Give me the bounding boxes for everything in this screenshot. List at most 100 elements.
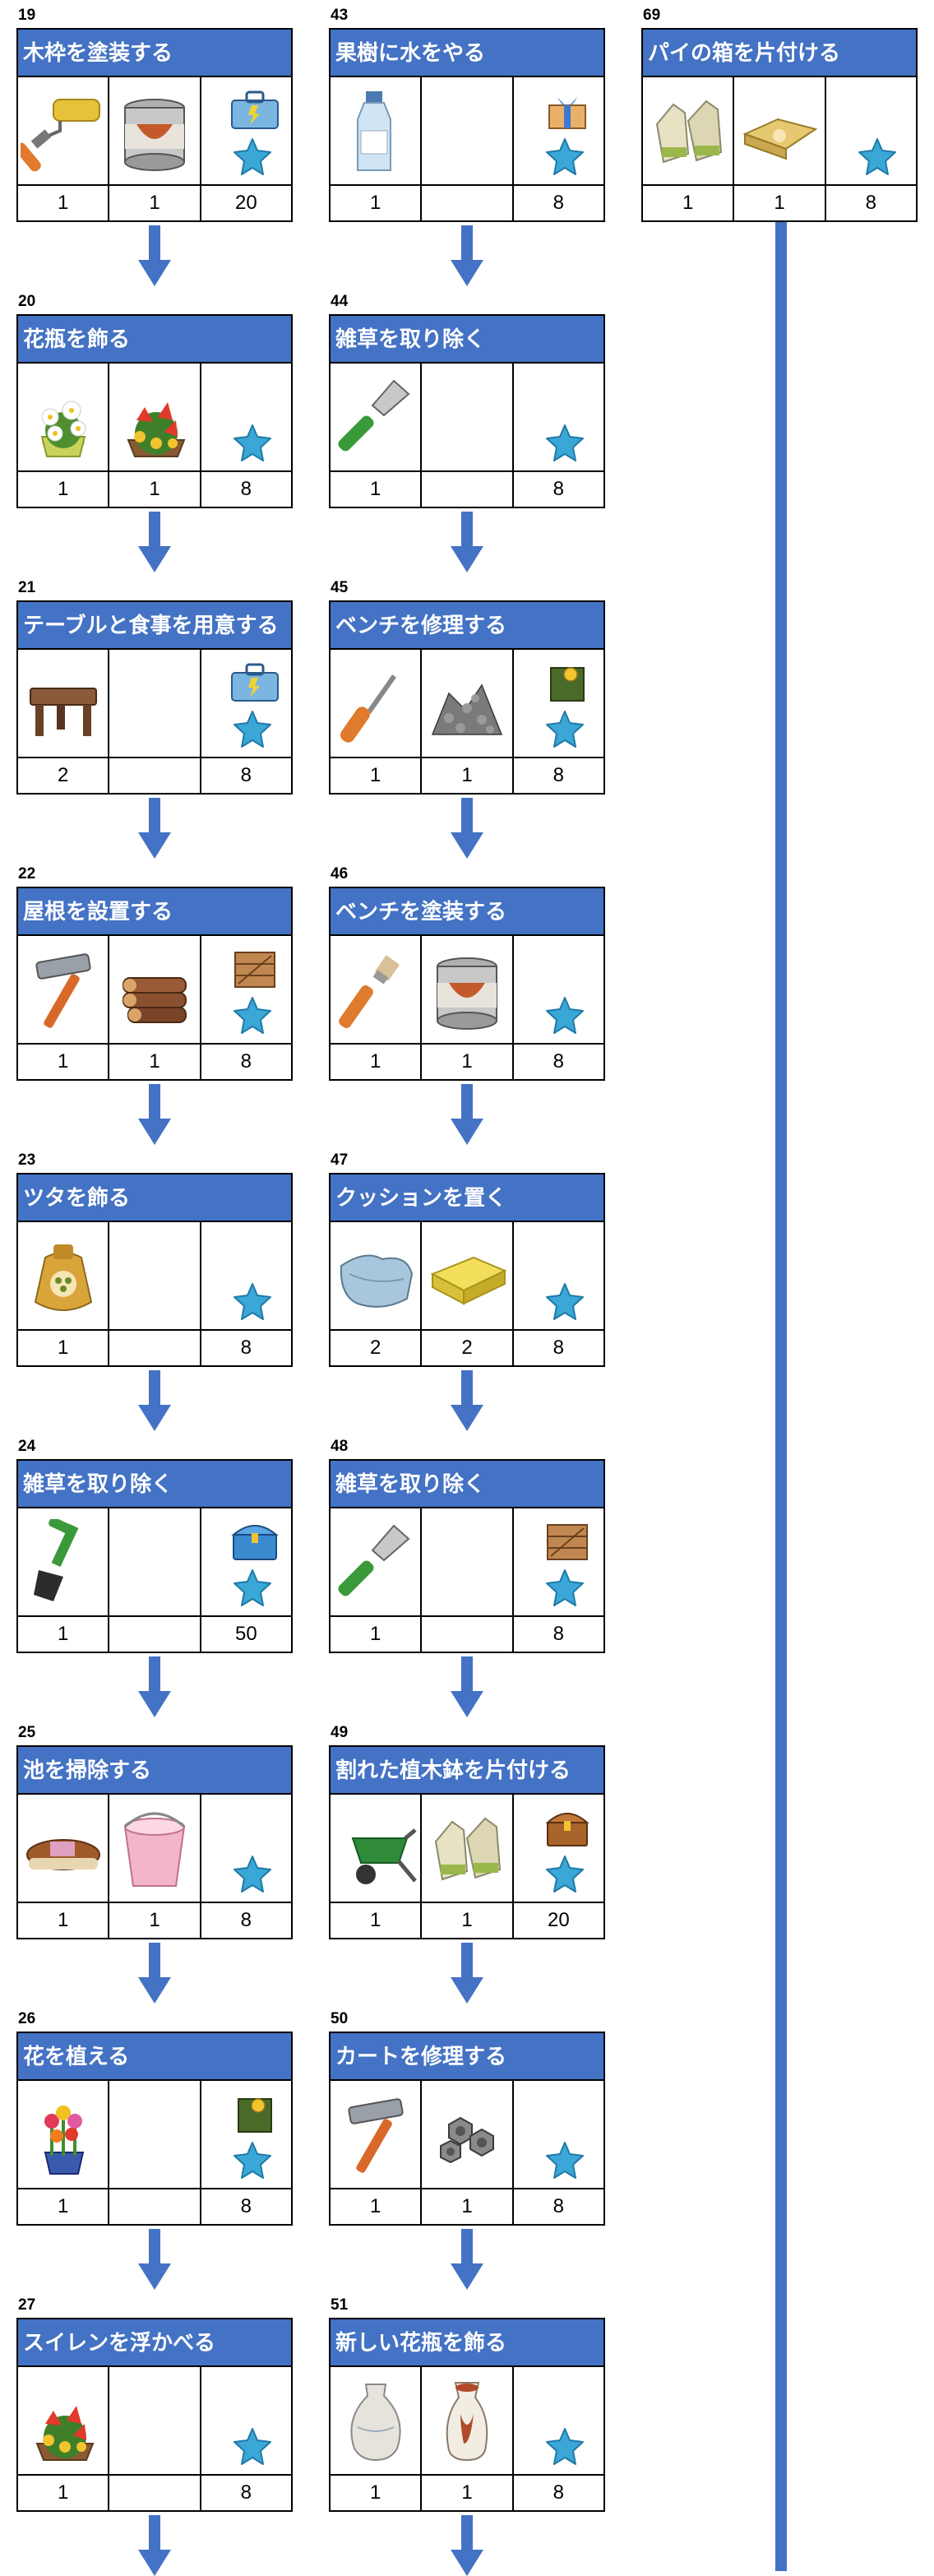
screwdriver-icon bbox=[340, 674, 396, 743]
step-icons-row bbox=[18, 650, 291, 758]
step-icons-row bbox=[18, 1795, 291, 1903]
item-count: 1 bbox=[109, 1045, 201, 1079]
blue-star-icon bbox=[233, 1569, 271, 1606]
required-item-cell bbox=[18, 1795, 110, 1902]
required-item-cell bbox=[422, 650, 514, 757]
down-arrow-icon bbox=[451, 2229, 483, 2290]
item-count: 1 bbox=[18, 2476, 110, 2510]
required-item-cell bbox=[109, 2367, 201, 2474]
step-number: 51 bbox=[331, 2296, 349, 2314]
reward-count: 50 bbox=[234, 1623, 257, 1645]
down-arrow-icon bbox=[138, 512, 171, 572]
step-number: 48 bbox=[331, 1438, 349, 1455]
reward-cell bbox=[514, 77, 603, 184]
reward-cell bbox=[201, 2367, 291, 2474]
step-title: ベンチを塗装する bbox=[331, 888, 603, 936]
required-item-cell bbox=[422, 936, 514, 1043]
required-item-cell bbox=[109, 77, 201, 184]
reward-cell bbox=[514, 2367, 603, 2474]
seed-bag-icon bbox=[34, 1244, 92, 1311]
item-count: 1 bbox=[18, 1045, 110, 1079]
down-arrow-icon bbox=[451, 1084, 483, 1145]
reward-count: 8 bbox=[553, 478, 564, 500]
wooden-crate-icon bbox=[234, 952, 275, 988]
log-pile-icon bbox=[122, 977, 187, 1023]
item-count: 1 bbox=[643, 186, 735, 220]
wooden-table-icon bbox=[29, 688, 97, 736]
step-icons-row bbox=[331, 2081, 603, 2189]
tulip-pot-icon bbox=[44, 2106, 84, 2175]
reward-cell bbox=[201, 1222, 291, 1329]
step-icons-row bbox=[331, 2367, 603, 2476]
blue-chest-icon bbox=[231, 1525, 279, 1560]
item-count: 1 bbox=[331, 186, 423, 220]
item-count: 1 bbox=[109, 186, 201, 220]
step-title: カートを修理する bbox=[331, 2033, 603, 2081]
blue-star-icon bbox=[233, 711, 271, 748]
required-item-cell bbox=[109, 1222, 201, 1329]
required-item-cell bbox=[109, 2081, 201, 2188]
step-icons-row bbox=[331, 1508, 603, 1617]
step-number: 27 bbox=[18, 2296, 36, 2314]
step-number: 50 bbox=[331, 2010, 349, 2027]
reward-count: 8 bbox=[553, 764, 564, 786]
required-item-cell bbox=[331, 364, 423, 470]
green-box-icon bbox=[237, 2098, 272, 2133]
blue-star-icon bbox=[545, 2142, 584, 2179]
step-icons-row bbox=[331, 1795, 603, 1903]
step-icons-row bbox=[18, 1222, 291, 1331]
item-count: 2 bbox=[331, 1331, 423, 1365]
required-item-cell bbox=[331, 77, 423, 184]
step-title: 池を掃除する bbox=[18, 1747, 291, 1795]
item-count: 2 bbox=[18, 758, 110, 793]
step-number: 22 bbox=[18, 865, 36, 883]
step-title: 果樹に水をやる bbox=[331, 30, 603, 77]
down-arrow-icon bbox=[451, 798, 483, 859]
reward-count: 8 bbox=[553, 1337, 564, 1359]
step-icons-row bbox=[331, 364, 603, 472]
item-count: 1 bbox=[331, 758, 423, 793]
step-title: 屋根を設置する bbox=[18, 888, 291, 936]
paint-brush-icon bbox=[338, 955, 400, 1028]
required-item-cell bbox=[422, 2081, 514, 2188]
blue-star-icon bbox=[545, 997, 584, 1034]
required-item-cell bbox=[331, 1795, 423, 1902]
reward-count: 8 bbox=[553, 2195, 564, 2217]
required-item-cell bbox=[109, 364, 201, 470]
item-count bbox=[109, 2476, 201, 2510]
required-item-cell bbox=[18, 1222, 110, 1329]
item-count: 1 bbox=[18, 1617, 110, 1652]
reward-cell bbox=[514, 364, 603, 470]
down-arrow-icon bbox=[451, 225, 483, 286]
blue-star-icon bbox=[858, 138, 896, 175]
paint-can-icon bbox=[123, 99, 185, 171]
blue-star-icon bbox=[545, 2428, 584, 2465]
item-count bbox=[422, 186, 514, 220]
step-title: パイの箱を片付ける bbox=[643, 30, 916, 77]
reward-count: 8 bbox=[240, 764, 252, 786]
reward-cell bbox=[201, 77, 291, 184]
required-item-cell bbox=[331, 1222, 423, 1329]
screws-pile-icon bbox=[431, 683, 503, 735]
step-title: 雑草を取り除く bbox=[331, 316, 603, 364]
down-arrow-icon bbox=[451, 1656, 483, 1717]
step-title: ツタを飾る bbox=[18, 1174, 291, 1222]
